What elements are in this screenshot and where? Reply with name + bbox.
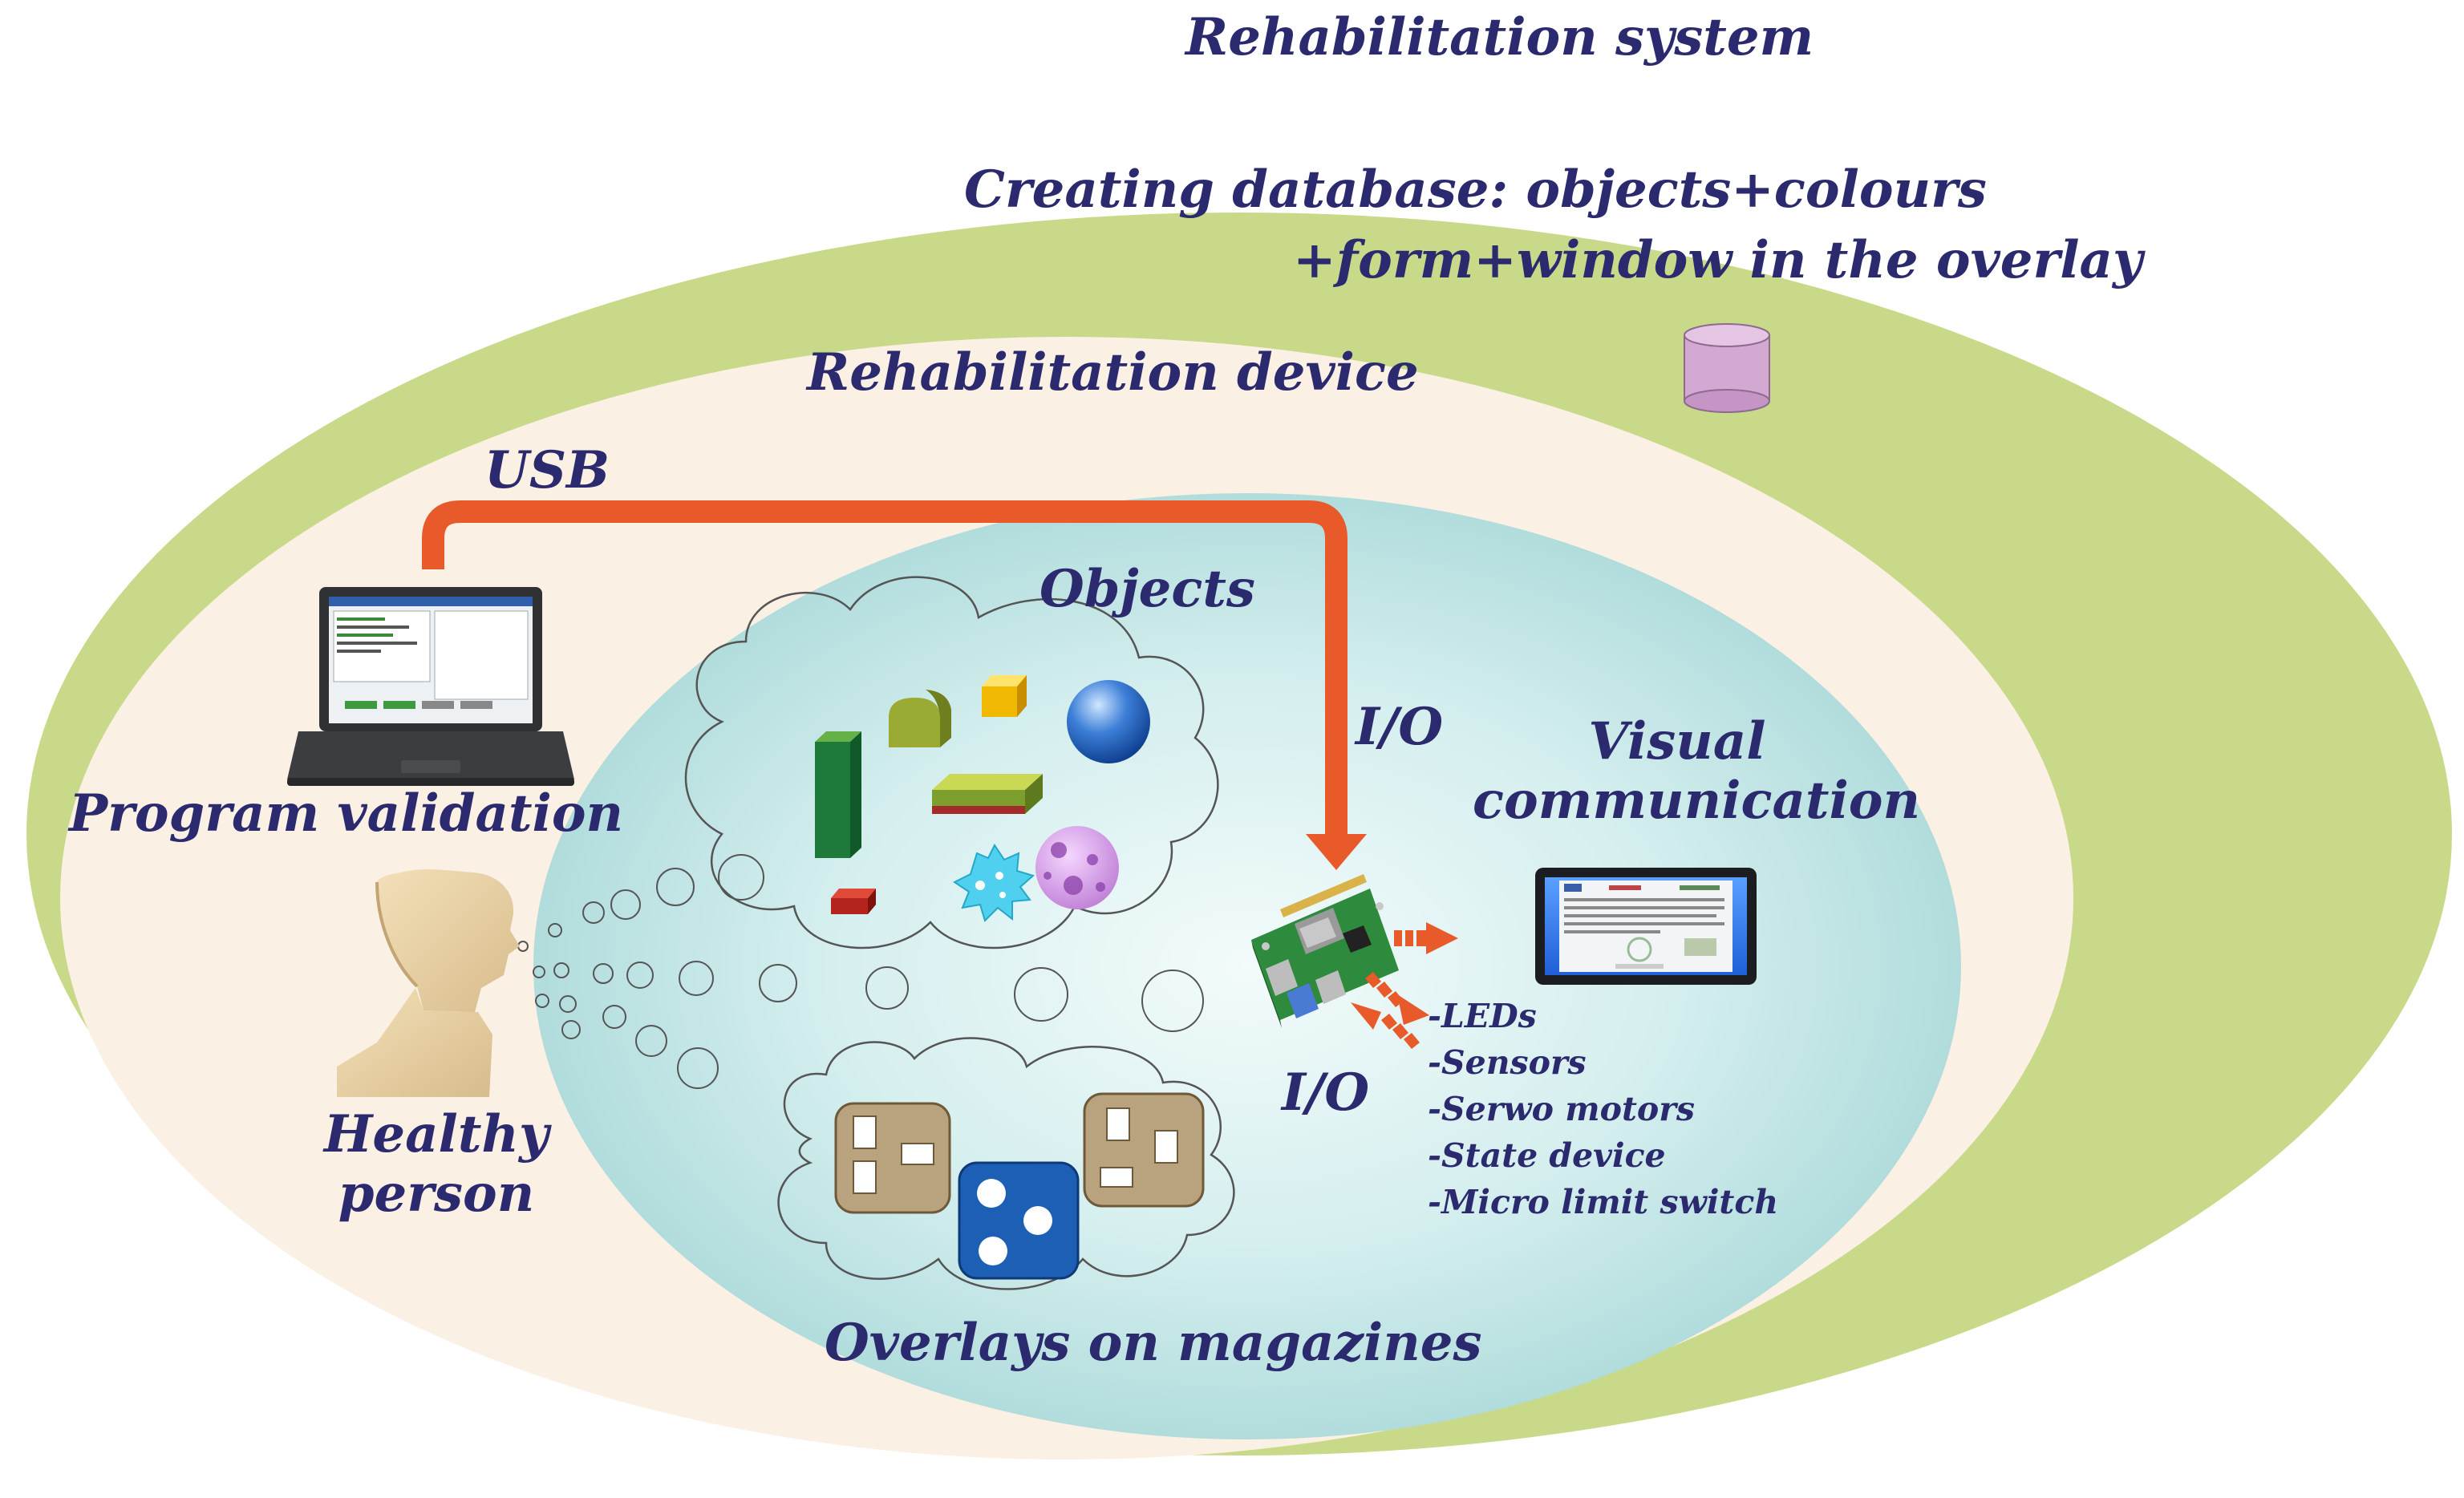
overlay-socket-left bbox=[834, 1102, 951, 1214]
objects-cloud bbox=[684, 576, 1219, 949]
peripheral-item: -State device bbox=[1428, 1136, 1666, 1175]
overlay-blue-dice bbox=[958, 1161, 1080, 1280]
objects-title: Objects bbox=[1040, 559, 1255, 619]
usb-label: USB bbox=[484, 440, 610, 500]
io-arrow-out bbox=[1365, 972, 1429, 1025]
overlays-cloud bbox=[777, 1037, 1235, 1290]
program-validation-label: Program validation bbox=[69, 783, 624, 844]
overlays-title: Overlays on magazines bbox=[825, 1313, 1482, 1373]
green-pillar-object bbox=[815, 731, 861, 858]
io-arrow-right bbox=[1394, 922, 1458, 954]
io-bottom-label: I/O bbox=[1282, 1063, 1370, 1123]
healthy-line1: Healthy bbox=[323, 1104, 549, 1164]
system-title: Rehabilitation system bbox=[1185, 7, 1814, 67]
tablet-display-icon bbox=[1535, 868, 1757, 985]
peripheral-item: -Sensors bbox=[1428, 1043, 1587, 1082]
violet-ball-object bbox=[1035, 826, 1119, 909]
usb-arrow-head bbox=[1306, 834, 1367, 870]
overlay-socket-right bbox=[1083, 1092, 1205, 1208]
io-arrow-in bbox=[1351, 1002, 1420, 1049]
blue-sphere-object bbox=[1067, 680, 1150, 763]
red-brick-object bbox=[831, 889, 876, 914]
yellow-cube-object bbox=[982, 675, 1027, 717]
visual-line1: Visual bbox=[1588, 711, 1766, 771]
usb-arrow bbox=[422, 500, 1348, 834]
head-icon bbox=[337, 868, 520, 1097]
peripherals-list: -LEDs -Sensors -Serwo motors -State devi… bbox=[1428, 993, 1778, 1225]
device-title: Rehabilitation device bbox=[807, 342, 1419, 403]
peripheral-item: -LEDs bbox=[1428, 997, 1537, 1035]
cyan-gear-object bbox=[953, 844, 1035, 922]
database-caption-line1: Creating database: objects+colours bbox=[964, 160, 1987, 220]
peripheral-item: -Micro limit switch bbox=[1428, 1183, 1779, 1221]
green-arch-object bbox=[889, 690, 951, 747]
peripheral-item: -Serwo motors bbox=[1428, 1090, 1695, 1128]
database-icon bbox=[1684, 323, 1770, 413]
healthy-person-label: Healthy person bbox=[308, 1105, 565, 1223]
laptop-icon bbox=[287, 587, 574, 786]
layered-slab-object bbox=[932, 774, 1043, 814]
raspberry-pi-board-icon bbox=[1251, 874, 1399, 1028]
io-top-label: I/O bbox=[1356, 697, 1444, 757]
database-caption-line2: +form+window in the overlay bbox=[1293, 230, 2143, 290]
thought-bubbles bbox=[517, 854, 1204, 1089]
visual-communication-label: Visual communication bbox=[1473, 711, 1920, 831]
visual-line2: communication bbox=[1473, 770, 1920, 831]
healthy-line2: person bbox=[338, 1163, 535, 1224]
